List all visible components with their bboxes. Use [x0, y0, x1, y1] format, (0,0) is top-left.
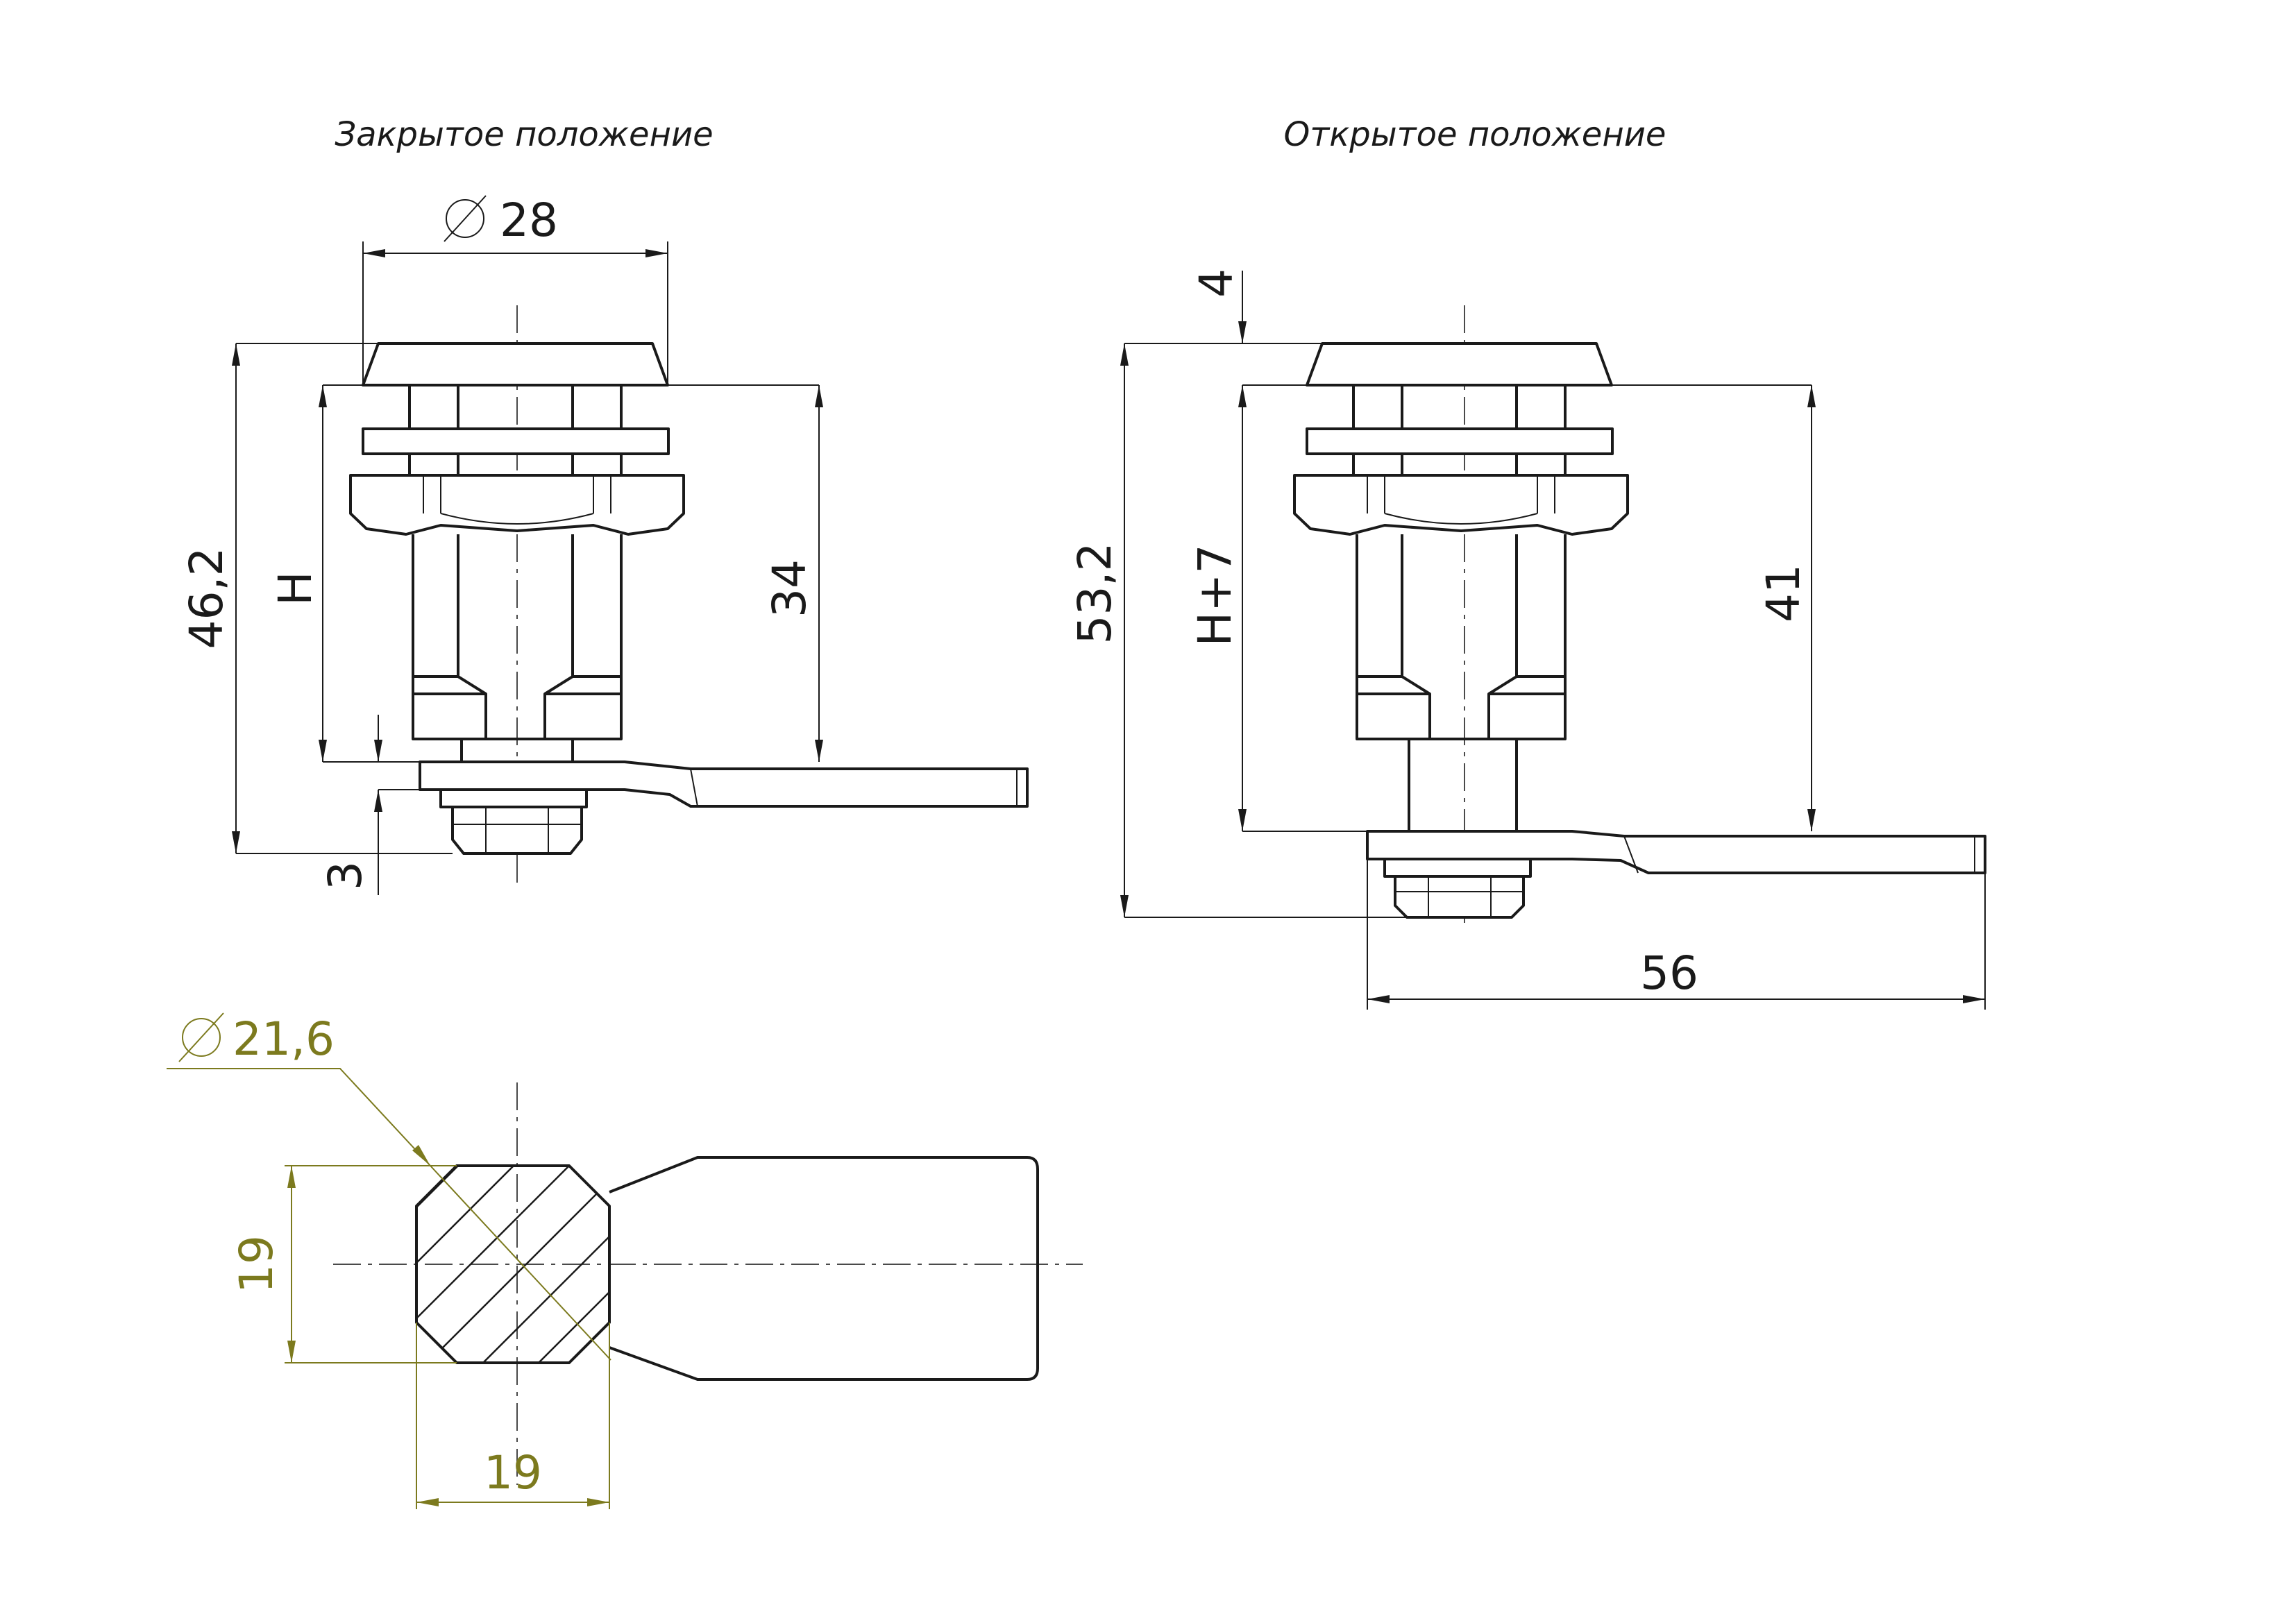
closed-height-34-label: 34	[763, 559, 816, 618]
closed-nut-flats	[423, 475, 611, 525]
open-lock-body	[1356, 534, 1567, 740]
section-diameter-label: 21,6	[233, 1012, 335, 1066]
open-view	[1293, 305, 1986, 923]
closed-h-label: H	[269, 571, 322, 606]
closed-washer-gap	[408, 454, 623, 475]
section-spindle-hatch	[416, 1166, 609, 1363]
open-cam-edge	[1623, 835, 1975, 874]
closed-lock-head	[362, 342, 669, 386]
open-bottom-nut-flats	[1395, 876, 1523, 917]
closed-view-caption: Закрытое положение	[335, 115, 713, 154]
open-spindle	[1408, 739, 1518, 831]
open-washer-gap	[1352, 454, 1567, 475]
open-width-label: 56	[1640, 946, 1698, 1000]
open-lock-head	[1306, 342, 1613, 386]
section-diameter-symbol-icon	[182, 1018, 221, 1057]
closed-bottom-nut-flats	[453, 807, 582, 853]
open-total-height-label: 53,2	[1068, 543, 1122, 645]
section-height-label: 19	[230, 1235, 283, 1293]
closed-lock-body	[412, 534, 623, 740]
section-dimensions: 21,6 19 19	[167, 1012, 611, 1509]
open-upper-sleeve	[1352, 385, 1567, 429]
closed-panel-nut	[349, 474, 685, 536]
open-bottom-nut	[1394, 875, 1525, 919]
closed-dimensions: 28 46,2 H 34 3	[180, 194, 823, 895]
open-dimensions: 4 53,2 H+7 41 56	[1068, 269, 1986, 1010]
section-cam-arm	[609, 1156, 1039, 1381]
closed-spindle	[460, 739, 574, 762]
open-top-offset-label: 4	[1190, 269, 1243, 298]
open-view-caption: Открытое положение	[1284, 115, 1666, 154]
open-nut-flats	[1367, 475, 1555, 525]
closed-cam-edge	[690, 768, 1018, 807]
closed-upper-sleeve	[408, 385, 623, 429]
open-h-plus-label: H+7	[1188, 545, 1242, 647]
open-panel-nut	[1293, 474, 1629, 536]
closed-lower-washer	[439, 788, 588, 808]
closed-thickness-label: 3	[319, 861, 372, 890]
section-spindle-outline	[415, 1164, 611, 1364]
section-width-label: 19	[484, 1446, 542, 1499]
closed-diameter-label: 28	[500, 194, 558, 247]
open-washer	[1306, 427, 1614, 455]
section-view	[333, 1082, 1083, 1485]
closed-total-height-label: 46,2	[180, 547, 233, 649]
open-height-41-label: 41	[1757, 564, 1810, 622]
closed-bottom-nut	[451, 806, 583, 855]
closed-diameter-symbol-icon	[446, 199, 484, 238]
open-lower-washer	[1383, 858, 1532, 878]
closed-view	[349, 305, 1029, 888]
closed-washer	[362, 427, 670, 455]
